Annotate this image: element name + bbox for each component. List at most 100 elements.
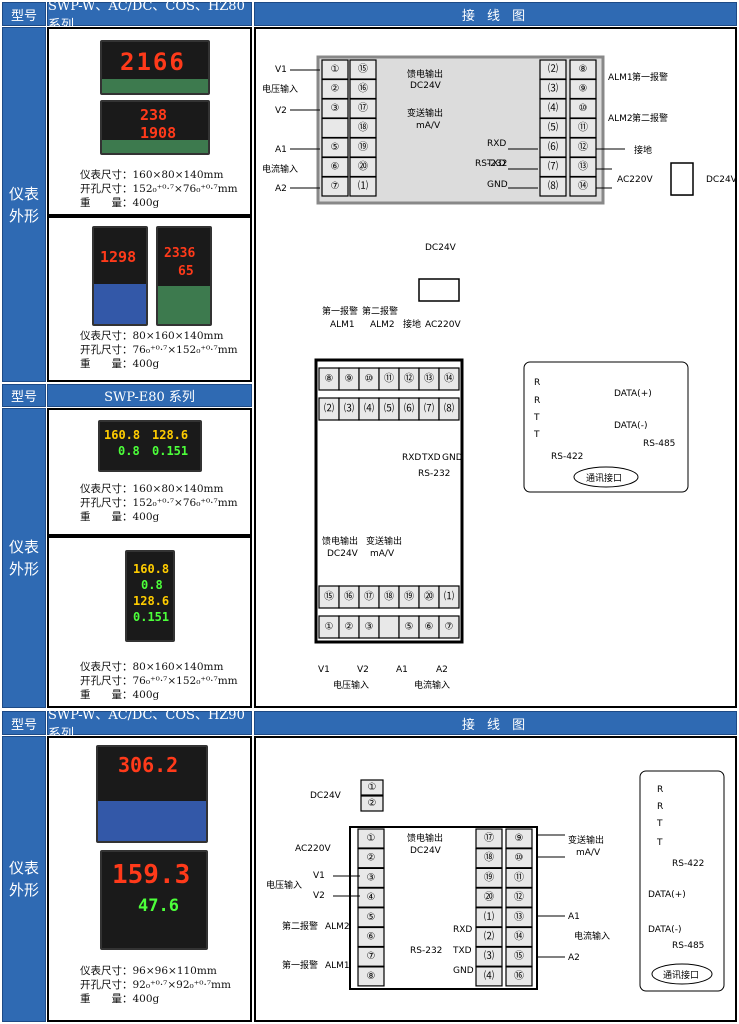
terminal-number: ② — [331, 84, 340, 95]
terminal-number: ⑦ — [367, 951, 376, 962]
svg-text:变送输出: 变送输出 — [366, 535, 402, 547]
svg-text:A1: A1 — [568, 912, 580, 922]
terminal-16 — [505, 966, 533, 987]
svg-text:V2: V2 — [313, 891, 325, 901]
svg-text:RS-422: RS-422 — [672, 859, 704, 869]
comm-box-3 — [639, 770, 725, 992]
device-image-hz80-1: 2166 — [100, 40, 210, 95]
terminal-number: ⑳ — [484, 891, 494, 903]
terminal-number: ② — [368, 798, 377, 809]
terminal-number: ⑴ — [484, 910, 494, 923]
terminal-number: ⑸ — [384, 403, 394, 415]
side-label-2: 仪表 外形 — [2, 408, 46, 708]
svg-text:GND: GND — [453, 966, 474, 976]
device-display: 2166 — [120, 48, 186, 76]
wiring-title-1: 接 线 图 — [254, 2, 737, 26]
comm-interface-badge — [573, 466, 639, 488]
svg-text:RS-485: RS-485 — [672, 941, 704, 951]
spec-text: 仪表尺寸：160×80×140mm 开孔尺寸：152₀⁺⁰·⁷×76₀⁺⁰·⁷m… — [80, 169, 238, 209]
terminal-number: ⑬ — [578, 161, 588, 173]
terminal-number: ⑨ — [515, 833, 524, 844]
terminal-number: ⑩ — [579, 103, 588, 114]
svg-text:电压输入: 电压输入 — [333, 679, 369, 691]
labels-d3: DC24V AC220V V1 电压输入 V2 第二报警 ALM2 第一报警 A… — [266, 791, 610, 976]
terminal-number: ⑩ — [515, 853, 524, 864]
terminal-number: ⑭ — [514, 931, 524, 943]
svg-text:ALM2: ALM2 — [370, 320, 395, 330]
terminal-number: ④ — [367, 892, 376, 903]
svg-text:RS-485: RS-485 — [643, 439, 675, 449]
svg-text:ALM1: ALM1 — [325, 961, 350, 971]
svg-text:RS-422: RS-422 — [551, 452, 583, 462]
terminal-number: ⑮ — [358, 63, 368, 75]
terminal-13 — [505, 907, 533, 928]
svg-text:AC220V: AC220V — [617, 175, 653, 185]
terminal-number: ⑯ — [358, 83, 368, 95]
terminal-7 — [438, 615, 460, 639]
terminal-number: ⑶ — [548, 82, 558, 95]
svg-text:GND: GND — [442, 453, 463, 463]
terminal-number: ⑦ — [331, 181, 340, 192]
terminal-24 — [475, 966, 503, 987]
svg-text:第一报警: 第一报警 — [322, 305, 358, 317]
terminal-2 — [360, 795, 384, 812]
terminal-14 — [569, 176, 597, 197]
terminal-21 — [349, 176, 377, 197]
model-name-3: SWP-W、AC/DC、COS、HZ90 系列 — [47, 708, 252, 742]
terminal-14 — [505, 926, 533, 948]
svg-text:DATA(-): DATA(-) — [614, 421, 647, 431]
svg-text:第二报警: 第二报警 — [282, 920, 318, 932]
terminal-20 — [475, 887, 503, 908]
svg-text:DC24V: DC24V — [706, 175, 738, 185]
terminal-number: ⑷ — [364, 402, 374, 415]
terminal-number: ⑭ — [444, 373, 454, 385]
terminal-19 — [475, 867, 503, 889]
device-display: 0.8 — [118, 444, 140, 458]
svg-text:V2: V2 — [275, 106, 287, 116]
svg-text:接地: 接地 — [403, 318, 421, 330]
labels-comm-3: R R T T RS-422 DATA(+) DATA(-) RS-485 — [648, 785, 704, 951]
terminal-number: ⑪ — [578, 122, 588, 134]
terminal-number: ⑻ — [444, 402, 454, 415]
terminal-number: ⑬ — [424, 373, 434, 385]
spec-text: 仪表尺寸：80×160×140mm 开孔尺寸：76₀⁺⁰·⁷×152₀⁺⁰·⁷m… — [80, 330, 238, 370]
terminal-number: ⑰ — [358, 102, 368, 114]
svg-text:R: R — [534, 378, 540, 388]
labels-comm-1: R R T T RS-422 DATA(+) DATA(-) RS-485 — [533, 378, 675, 462]
terminal-number: ⑤ — [367, 912, 376, 923]
device-image-hz80-2: 238 1908 — [100, 100, 210, 155]
terminal-number: ⑥ — [331, 162, 340, 173]
terminal-14 — [438, 367, 460, 391]
terminal-number: ⑧ — [579, 64, 588, 75]
svg-text:DATA(+): DATA(+) — [614, 389, 652, 399]
svg-text:V2: V2 — [357, 665, 369, 675]
device-display: 1298 — [100, 248, 137, 266]
device-image-e80-2: 160.8 0.8 128.6 0.151 — [125, 550, 175, 642]
terminal-number: ① — [325, 622, 334, 633]
terminal-1 — [357, 828, 385, 849]
svg-text:T: T — [533, 430, 540, 440]
device-display: 65 — [178, 264, 194, 279]
comm-interface-label: 通讯接口 — [663, 969, 699, 981]
terminal-15 — [505, 946, 533, 967]
svg-text:馈电输出: 馈电输出 — [407, 832, 443, 844]
terminal-number: ⑪ — [514, 871, 524, 883]
terminal-number: ⑬ — [514, 911, 524, 923]
spec-text: 仪表尺寸：80×160×140mm 开孔尺寸：76₀⁺⁰·⁷×152₀⁺⁰·⁷m… — [80, 661, 238, 701]
side-label-1: 仪表 外形 — [2, 27, 46, 382]
terminal-number: ⑸ — [548, 122, 558, 134]
device-display: 128.6 — [152, 428, 189, 442]
terminal-blank — [378, 615, 400, 639]
terminal-number: ⑷ — [484, 969, 494, 982]
svg-text:RS-232: RS-232 — [418, 469, 450, 479]
terminal-number: ⑩ — [365, 374, 374, 385]
svg-text:TXD: TXD — [452, 946, 472, 956]
terminal-3 — [357, 867, 385, 889]
svg-text:TXD: TXD — [486, 159, 506, 169]
terminal-8 — [357, 966, 385, 987]
terminal-number: ⑥ — [425, 622, 434, 633]
device-display: 0.8 — [141, 578, 163, 592]
terminal-number: ⑳ — [424, 591, 434, 603]
terminal-number: ⑹ — [548, 140, 558, 153]
svg-text:mA/V: mA/V — [576, 848, 601, 858]
